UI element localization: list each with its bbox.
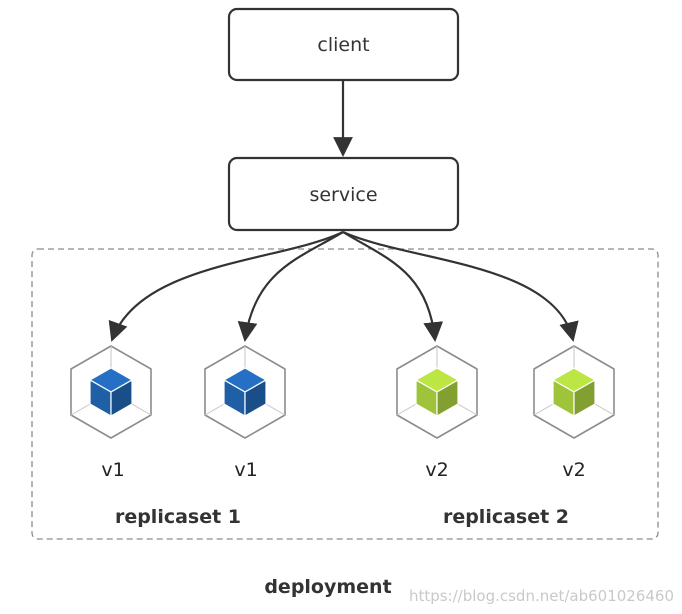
pod-label: v1 bbox=[234, 459, 257, 481]
pod-label: v2 bbox=[425, 459, 448, 481]
pod-label: v1 bbox=[101, 459, 124, 481]
service-to-pod-2-arrow bbox=[237, 231, 344, 342]
cube-icon bbox=[223, 367, 267, 417]
service-to-pod-1-arrow bbox=[108, 231, 344, 342]
client-node: client bbox=[227, 7, 460, 82]
watermark-text: https://blog.csdn.net/ab601026460 bbox=[409, 587, 674, 605]
cube-icon bbox=[415, 367, 459, 417]
service-node: service bbox=[227, 156, 460, 232]
cube-icon bbox=[552, 367, 596, 417]
service-label: service bbox=[309, 184, 377, 206]
replicaset-2-label: replicaset 2 bbox=[443, 506, 569, 528]
cube-icon bbox=[89, 367, 133, 417]
client-label: client bbox=[317, 34, 369, 56]
replicaset-1-label: replicaset 1 bbox=[115, 506, 241, 528]
service-to-pod-3-arrow bbox=[342, 231, 444, 342]
pod-v2-a bbox=[396, 345, 478, 439]
deployment-container bbox=[31, 248, 659, 540]
pod-v1-b bbox=[204, 345, 286, 439]
pod-v1-a bbox=[70, 345, 152, 439]
service-to-pod-4-arrow bbox=[342, 230, 579, 342]
pod-label: v2 bbox=[562, 459, 585, 481]
pod-v2-b bbox=[533, 345, 615, 439]
deployment-label: deployment bbox=[264, 576, 391, 598]
